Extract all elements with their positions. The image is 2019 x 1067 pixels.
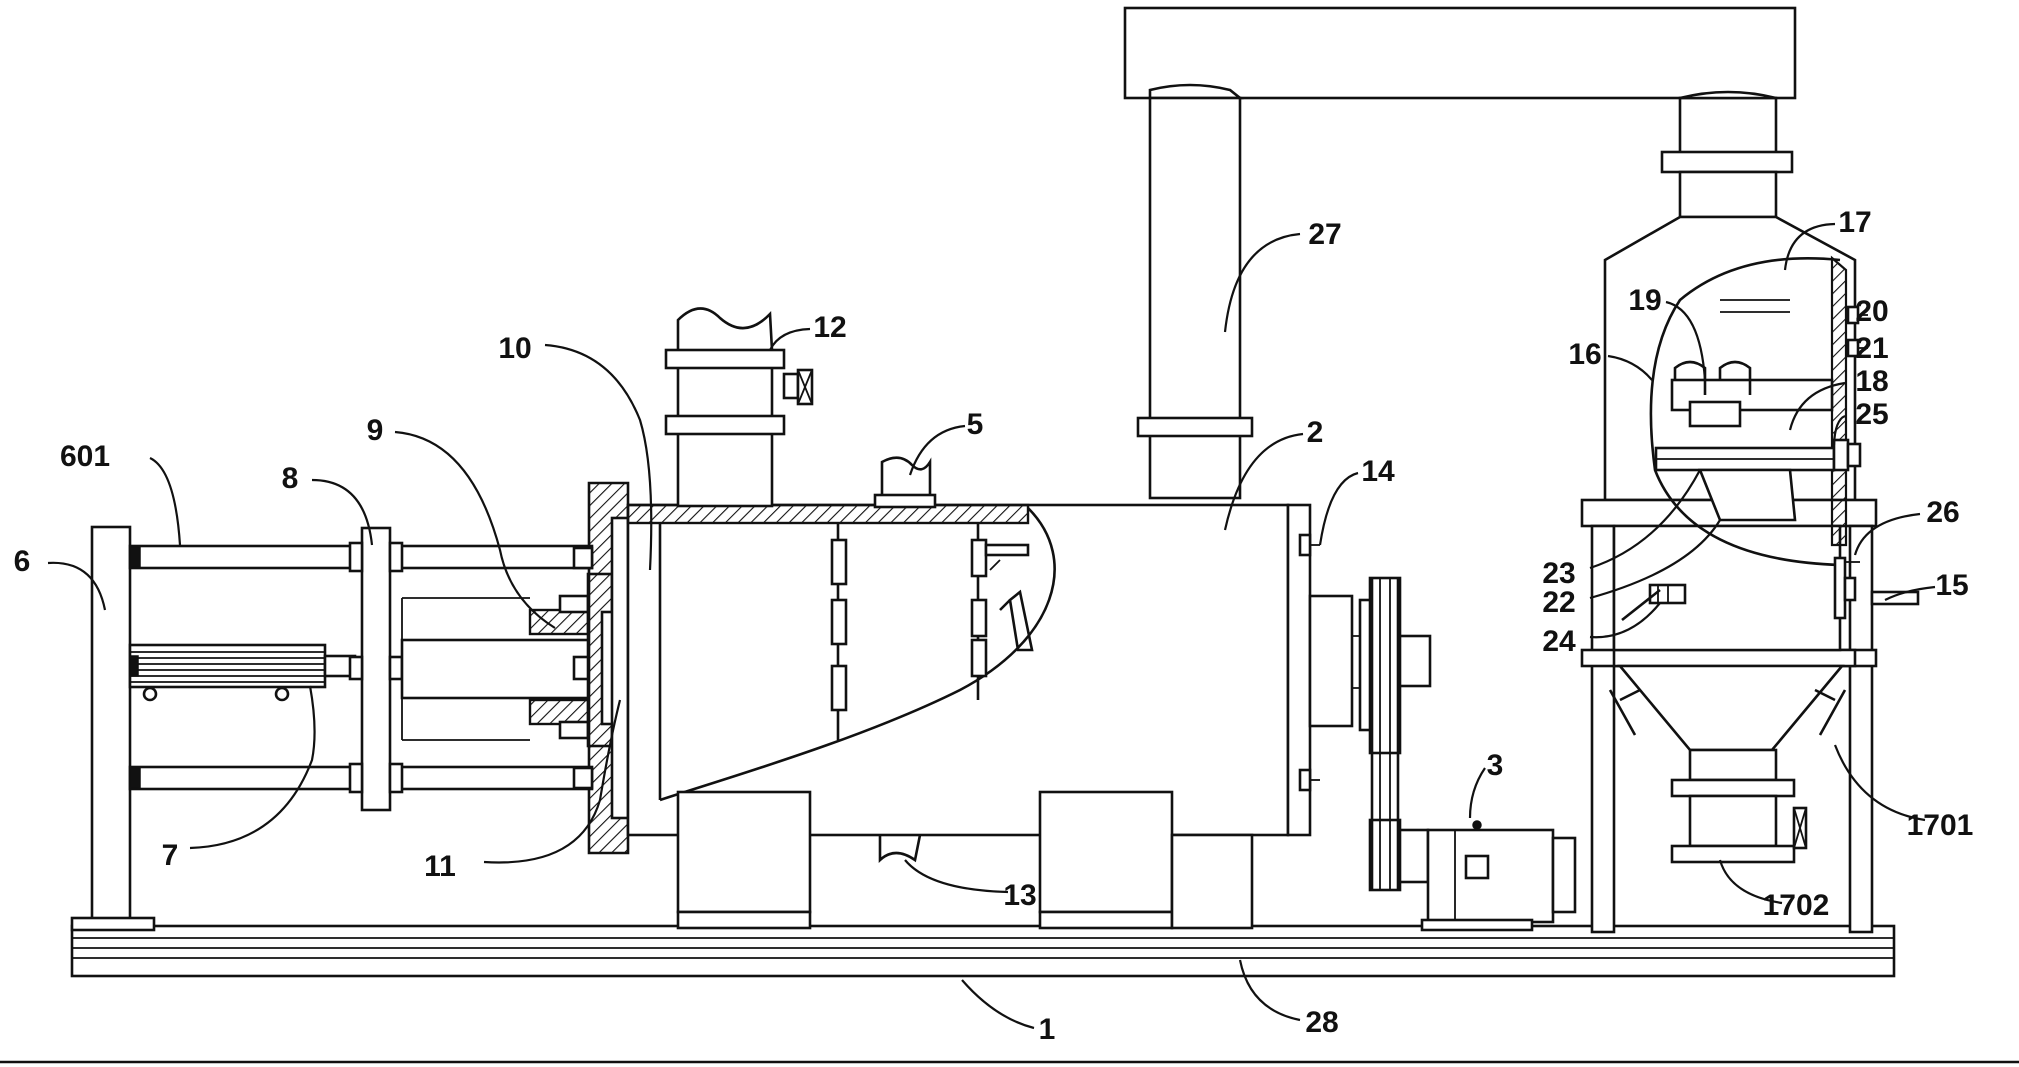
reference-label-601: 601 <box>60 440 110 473</box>
belt-drive <box>1358 576 1432 892</box>
reference-label-9: 9 <box>367 414 384 447</box>
reference-label-2: 2 <box>1307 416 1324 449</box>
reference-label-13: 13 <box>1003 879 1036 912</box>
reference-label-12: 12 <box>813 311 846 344</box>
reference-label-26: 26 <box>1926 496 1959 529</box>
push-rod <box>400 597 604 741</box>
reference-label-1702: 1702 <box>1763 889 1830 922</box>
reference-label-8: 8 <box>282 462 299 495</box>
reference-label-15: 15 <box>1935 569 1968 602</box>
reference-label-18: 18 <box>1855 365 1888 398</box>
reference-label-25: 25 <box>1855 398 1888 431</box>
end-cap-bolts <box>1298 533 1320 792</box>
support-post <box>70 525 156 932</box>
reference-label-22: 22 <box>1542 586 1575 619</box>
exhaust-duct <box>1123 6 1797 500</box>
leader-lines <box>47 222 1936 1030</box>
reference-label-10: 10 <box>498 332 531 365</box>
reference-label-23: 23 <box>1542 557 1575 590</box>
reference-label-24: 24 <box>1542 625 1576 658</box>
main-drum <box>626 503 1370 837</box>
end-flange <box>572 481 630 855</box>
motor <box>1420 820 1577 932</box>
reference-label-11: 11 <box>424 850 456 883</box>
reference-label-19: 19 <box>1628 284 1661 317</box>
reference-label-16: 16 <box>1568 338 1601 371</box>
separator-tower <box>1580 150 1920 934</box>
reference-label-5: 5 <box>967 408 984 441</box>
reference-label-3: 3 <box>1487 749 1504 782</box>
reference-label-14: 14 <box>1361 455 1395 488</box>
moving-plate <box>348 526 404 812</box>
hydraulic-cylinder <box>128 643 357 702</box>
base-frame <box>0 924 2019 1064</box>
feed-pipe <box>664 307 814 508</box>
reference-label-1701: 1701 <box>1907 809 1974 842</box>
reference-label-6: 6 <box>14 545 31 578</box>
reference-label-7: 7 <box>162 839 179 872</box>
reference-label-27: 27 <box>1308 218 1341 251</box>
reference-label-1: 1 <box>1039 1013 1056 1046</box>
reference-label-17: 17 <box>1838 206 1871 239</box>
reference-label-20: 20 <box>1855 295 1888 328</box>
inlet-port <box>873 456 937 509</box>
drum-supports <box>676 790 1254 930</box>
reference-label-21: 21 <box>1855 332 1888 365</box>
reference-label-28: 28 <box>1305 1006 1338 1039</box>
